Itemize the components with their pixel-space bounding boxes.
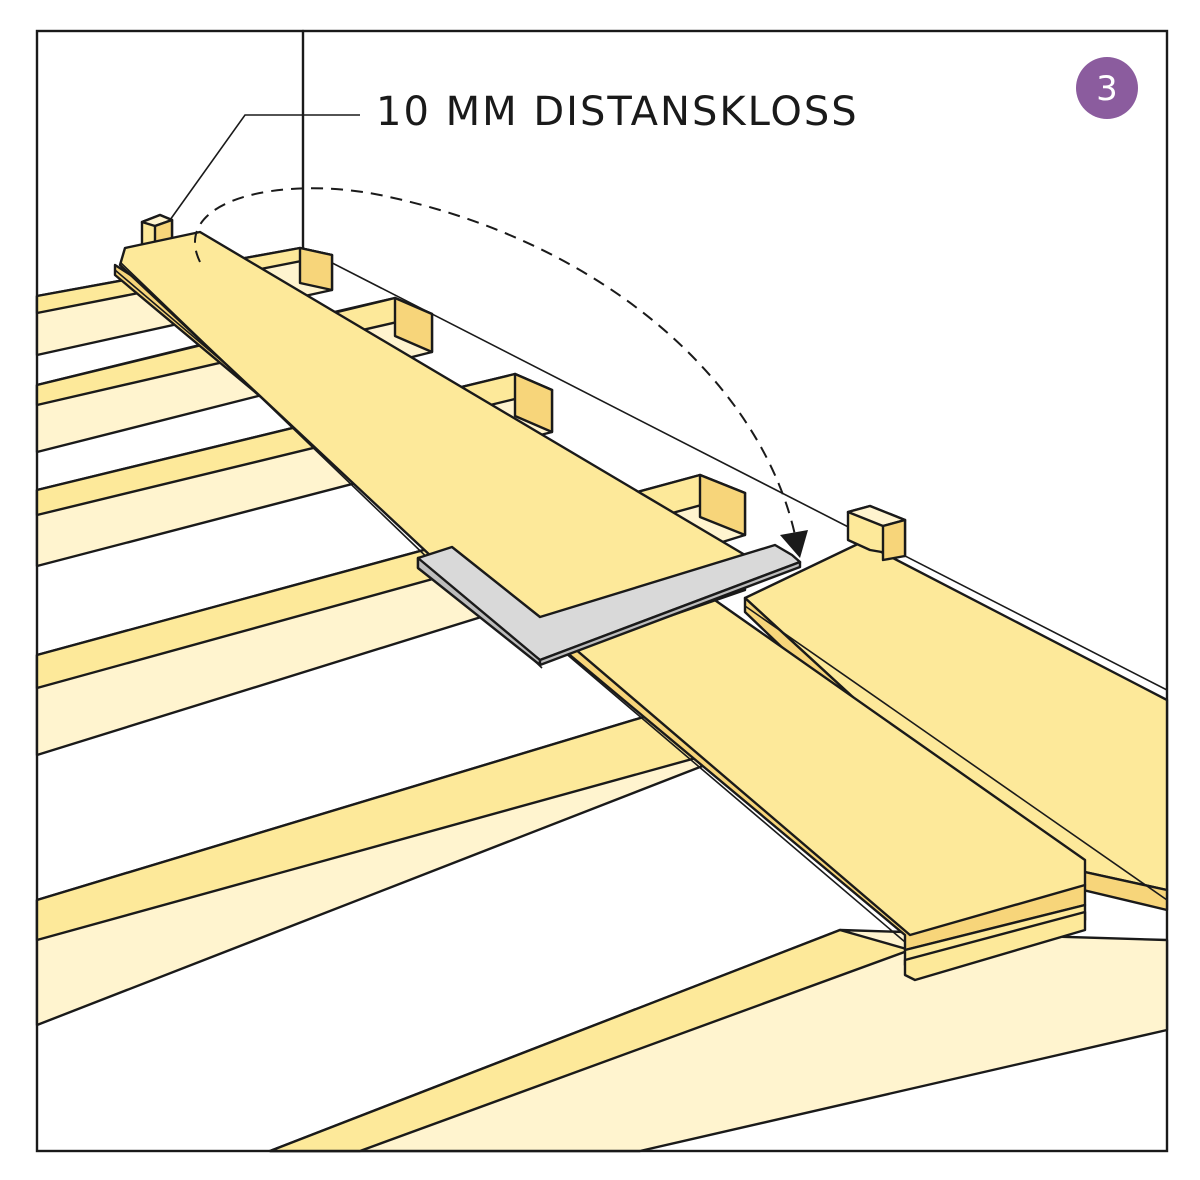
step-badge <box>1076 57 1138 119</box>
tapping-block <box>416 543 802 667</box>
step-number: 3 <box>1096 69 1118 109</box>
callout-leader-line <box>169 114 360 221</box>
dashed-arc-arrow <box>193 187 808 558</box>
callout-label: 10 MM DISTANSKLOSS <box>376 89 859 135</box>
right-spacer-block <box>846 504 907 562</box>
wall-floor-line <box>302 247 1168 691</box>
